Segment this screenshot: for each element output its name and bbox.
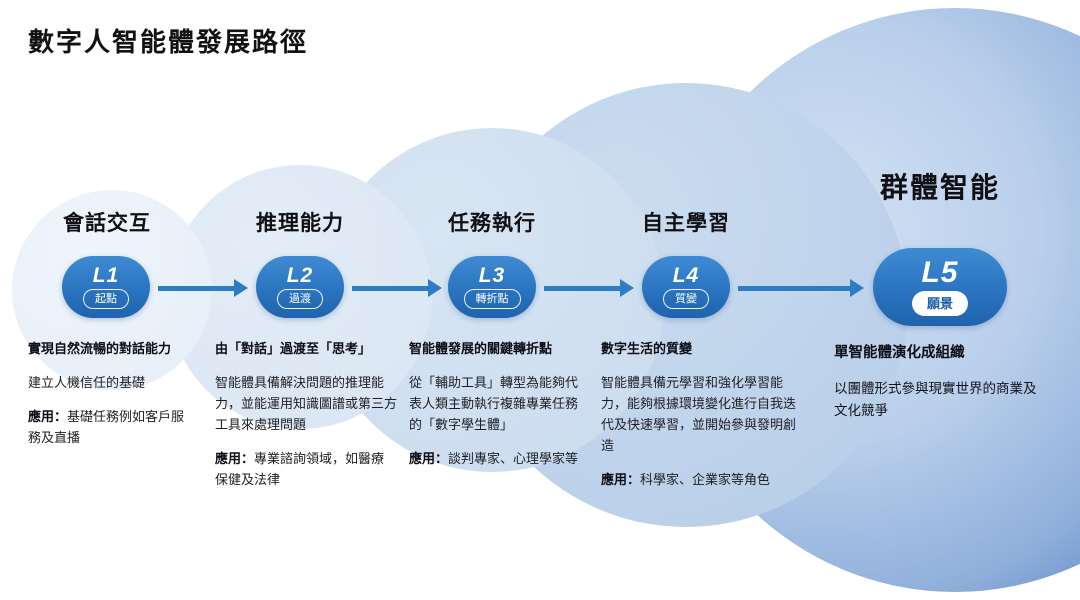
level-pill-5: L5 願景: [873, 248, 1007, 326]
level-description-1: 實現自然流暢的對話能力 建立人機信任的基礎 應用：基礎任務例如客戶服務及直播: [28, 338, 192, 448]
level-pill-3: L3 轉折點: [448, 256, 536, 318]
arrow-icon-3: [544, 279, 634, 297]
application-label-2: 應用：: [215, 451, 255, 467]
application-label-4: 應用：: [601, 472, 641, 488]
level-highlight-3: 智能體發展的關鍵轉折點: [409, 341, 553, 356]
application-text-1: 基礎任務例如客戶服務及直播: [28, 409, 185, 446]
level-body-2: 智能體具備解決問題的推理能力，並能運用知識圖譜或第三方工具來處理問題: [215, 375, 398, 433]
level-body-5: 以團體形式參與現實世界的商業及文化競爭: [834, 381, 1037, 419]
level-stage-pill-1: 起點: [83, 288, 129, 310]
level-highlight-2: 由「對話」過渡至「思考」: [215, 341, 372, 356]
level-application-2: 應用：專業諮詢領域，如醫療保健及法律: [215, 448, 397, 490]
level-badge-3: L3: [478, 263, 506, 287]
level-heading-1: 會話交互: [63, 211, 151, 235]
arrow-head: [620, 279, 634, 297]
arrow-icon-2: [352, 279, 442, 297]
level-heading-3: 任務執行: [448, 211, 536, 235]
level-description-4: 數字生活的質變 智能體具備元學習和強化學習能力，能夠根據環境變化進行自我迭代及快…: [601, 338, 799, 490]
arrow-shaft: [158, 285, 234, 291]
arrow-shaft: [544, 285, 620, 291]
level-stage-pill-4: 質變: [663, 288, 709, 310]
application-label-1: 應用：: [28, 409, 68, 425]
application-text-3: 談判專家、心理學家等: [448, 451, 579, 467]
arrow-head: [428, 279, 442, 297]
application-text-4: 科學家、企業家等角色: [640, 472, 771, 488]
level-pill-2: L2 過渡: [256, 256, 344, 318]
level-application-4: 應用：科學家、企業家等角色: [601, 469, 799, 490]
level-highlight-4: 數字生活的質變: [601, 341, 693, 356]
level-pill-4: L4 質變: [642, 256, 730, 318]
arrow-head: [234, 279, 248, 297]
level-heading-5: 群體智能: [879, 173, 1000, 204]
arrow-head: [850, 279, 864, 297]
level-description-2: 由「對話」過渡至「思考」 智能體具備解決問題的推理能力，並能運用知識圖譜或第三方…: [215, 338, 397, 490]
level-badge-4: L4: [672, 263, 700, 287]
level-highlight-5: 單智能體演化成組織: [834, 345, 965, 361]
level-description-5: 單智能體演化成組織 以團體形式參與現實世界的商業及文化競爭: [834, 342, 1042, 435]
level-application-1: 應用：基礎任務例如客戶服務及直播: [28, 406, 192, 448]
arrow-icon-4: [738, 279, 864, 297]
level-heading-2: 推理能力: [256, 211, 344, 235]
level-highlight-1: 實現自然流暢的對話能力: [28, 341, 172, 356]
level-stage-pill-3: 轉折點: [463, 288, 521, 310]
page-title: 數字人智能體發展路徑: [28, 28, 309, 57]
level-badge-1: L1: [92, 263, 120, 287]
arrow-shaft: [738, 285, 850, 291]
arrow-shaft: [352, 285, 428, 291]
level-pill-1: L1 起點: [62, 256, 150, 318]
level-description-3: 智能體發展的關鍵轉折點 從「輔助工具」轉型為能夠代表人類主動執行複雜專業任務的「…: [409, 338, 589, 469]
level-heading-4: 自主學習: [642, 211, 730, 235]
arrow-icon-1: [158, 279, 248, 297]
level-badge-5: L5: [921, 255, 959, 289]
application-text-2: 專業諮詢領域，如醫療保健及法律: [215, 451, 385, 488]
application-label-3: 應用：: [409, 451, 449, 467]
level-body-3: 從「輔助工具」轉型為能夠代表人類主動執行複雜專業任務的「數字學生體」: [409, 375, 579, 433]
level-body-1: 建立人機信任的基礎: [28, 375, 146, 391]
level-stage-pill-5: 願景: [911, 290, 968, 317]
level-stage-pill-2: 過渡: [277, 288, 323, 310]
level-badge-2: L2: [286, 263, 314, 287]
level-body-4: 智能體具備元學習和強化學習能力，能夠根據環境變化進行自我迭代及快速學習，並開始參…: [601, 375, 797, 454]
level-application-3: 應用：談判專家、心理學家等: [409, 448, 589, 469]
